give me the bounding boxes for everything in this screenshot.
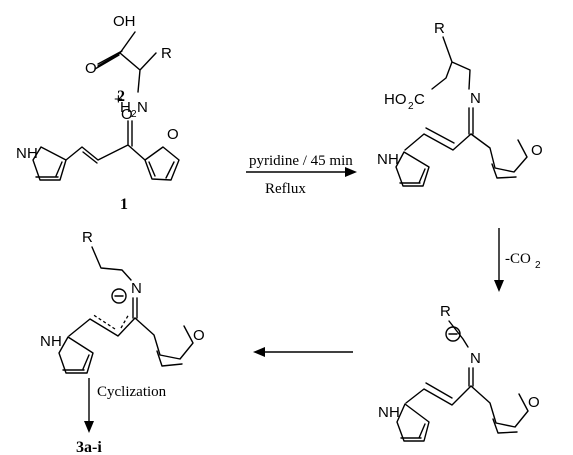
imine-n-label: N (131, 280, 142, 297)
compound-1-number: 1 (120, 196, 128, 213)
furan-oxygen-label: O (531, 142, 543, 159)
hooc-c-label: C (414, 91, 425, 108)
compound-1: N H O O 1 (16, 106, 180, 213)
pyrrole-nh-n-label: N (16, 145, 27, 162)
r-group-label: R (82, 229, 93, 246)
anion-intermediate: R N N H O (40, 229, 205, 374)
anion-charge-icon (111, 288, 127, 304)
carbanion-charge-icon (445, 326, 461, 342)
step2-subscript: 2 (535, 260, 541, 271)
r-group-label: R (161, 45, 172, 62)
arrow-step-1: pyridine / 45 min Reflux (246, 153, 357, 197)
step2-condition: -CO (505, 251, 531, 267)
furan-oxygen-label: O (528, 394, 540, 411)
arrow-step-4: Cyclization (84, 378, 167, 433)
carbonyl-oxygen-label: O (85, 60, 97, 77)
hooc-subscript-2: 2 (408, 101, 414, 112)
r-group-label: R (440, 303, 451, 320)
amine-n-label: N (137, 99, 148, 116)
plus-sign: + (114, 91, 123, 108)
product-label: 3a-i (76, 439, 102, 455)
compound-2: OH O R H 2 N 2 + (85, 13, 172, 120)
arrow-step-3 (253, 347, 353, 357)
hooc-ho-label: HO (384, 91, 407, 108)
ketone-oxygen-label: O (121, 106, 133, 123)
furan-oxygen-label: O (167, 126, 179, 143)
imine-acid-intermediate: R HO 2 C N N H O (377, 20, 543, 187)
pyrrole-nh-n-label: N (377, 151, 388, 168)
ylide-intermediate: R N N H O (378, 303, 540, 442)
pyrrole-nh-h-label: H (51, 333, 62, 350)
step4-condition: Cyclization (97, 384, 167, 400)
imine-n-label: N (470, 90, 481, 107)
amine-h-label: H (120, 99, 131, 116)
hydroxyl-label: OH (113, 13, 136, 30)
step1-condition-above: pyridine / 45 min (249, 153, 353, 169)
r-group-label: R (434, 20, 445, 37)
arrow-step-2: -CO 2 (494, 228, 541, 292)
furan-oxygen-label: O (193, 327, 205, 344)
pyrrole-nh-h-label: H (389, 404, 400, 421)
amine-subscript-2: 2 (131, 109, 137, 120)
pyrrole-nh-n-label: N (378, 404, 389, 421)
compound-2-number: 2 (117, 88, 125, 105)
pyrrole-nh-h-label: H (27, 145, 38, 162)
imine-n-label: N (470, 350, 481, 367)
step1-condition-below: Reflux (265, 181, 306, 197)
pyrrole-nh-h-label: H (388, 151, 399, 168)
pyrrole-nh-n-label: N (40, 333, 51, 350)
